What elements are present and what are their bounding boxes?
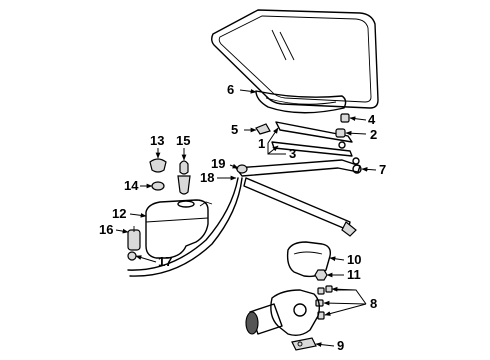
washer-pump [127,226,141,251]
grommet [236,164,248,174]
callout-8: 8 [370,296,377,311]
callout-16: 16 [99,222,113,237]
washer-reservoir [145,199,213,259]
callout-1: 1 [258,136,265,151]
pump-grommet [127,251,137,261]
washer-nozzle [177,160,191,195]
arm-nut [340,113,350,123]
callout-18: 18 [200,170,214,185]
cover-nut [314,269,328,281]
callout-14: 14 [124,178,139,193]
wiper-arm-assembly [271,121,360,165]
callout-13: 13 [150,133,164,148]
callout-2: 2 [370,127,377,142]
callout-15: 15 [176,133,190,148]
leader-lines [115,88,377,347]
motor-bracket [291,337,317,351]
arm-clip [255,123,271,135]
callout-17: 17 [158,254,172,269]
callout-6: 6 [227,82,234,97]
callout-3: 3 [289,146,296,161]
windshield [211,9,379,109]
callout-4: 4 [368,112,376,127]
callout-10: 10 [347,252,361,267]
cowl-panel [255,90,347,114]
washer-hose [127,177,243,277]
callout-5: 5 [231,122,238,137]
wiper-motor [245,289,321,337]
wiper-linkage [235,159,362,237]
reservoir-cap [149,158,167,173]
callout-19: 19 [211,156,225,171]
callout-11: 11 [347,267,361,282]
pivot-cap [335,128,346,138]
callout-7: 7 [379,162,386,177]
callout-9: 9 [337,338,344,353]
motor-cover [286,241,332,278]
callout-12: 12 [112,206,126,221]
seal [151,181,165,191]
